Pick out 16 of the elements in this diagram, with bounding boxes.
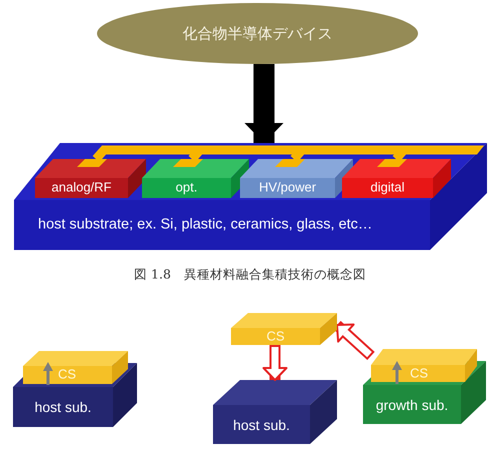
block-label: host sub. [233,416,290,433]
outline-arrow [262,345,288,381]
block-label: host sub. [34,398,92,416]
block-label: growth sub. [376,396,448,413]
slab-label: CS [266,329,285,344]
block-arrow [244,64,284,143]
slab-label: CS [58,368,76,382]
chip-label: digital [370,180,404,196]
figure-caption: 図 1.8 異種材料融合集積技術の概念図 [134,266,366,282]
slab-label: CS [410,366,428,381]
outline-arrow [333,320,375,360]
ellipse-label: 化合物半導体デバイス [182,24,332,42]
block-label: host substrate; ex. Si, plastic, ceramics, glass, etc… [38,216,372,234]
chip-label: HV/power [258,180,316,196]
chip-label: opt. [176,180,198,196]
chip-label: analog/RF [52,180,112,196]
